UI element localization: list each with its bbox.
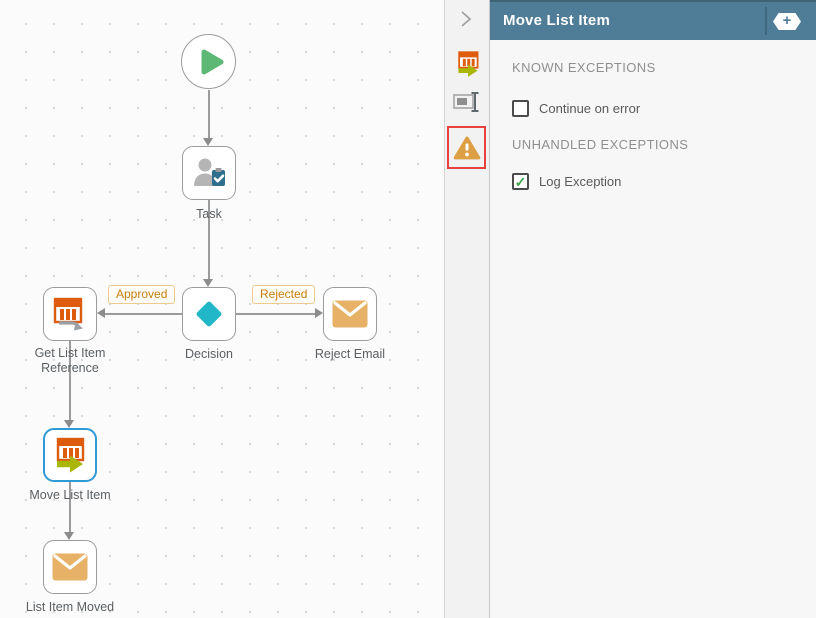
branch-label-approved[interactable]: Approved [108, 285, 176, 304]
add-button[interactable]: + [773, 13, 801, 30]
checkmark-icon: ✓ [514, 173, 527, 190]
node-label-move-list-item: Move List Item [29, 488, 111, 502]
tab-exceptions[interactable] [447, 126, 486, 169]
panel-title: Move List Item [503, 12, 610, 29]
panel-collapse-button[interactable] [459, 10, 477, 30]
connector-getlist-movelist [69, 341, 71, 420]
play-icon [201, 49, 223, 74]
node-task[interactable] [182, 146, 236, 200]
header-divider [765, 7, 767, 35]
connector-task-decision [208, 200, 210, 279]
connector-decision-approved [105, 313, 182, 315]
section-heading-unhandled-exceptions: UNHANDLED EXCEPTIONS [512, 137, 689, 152]
properties-panel-header: Move List Item + [490, 0, 816, 40]
continue-on-error-checkbox[interactable] [512, 100, 529, 117]
arrowhead-icon [203, 279, 213, 287]
node-start[interactable] [181, 34, 236, 89]
arrowhead-icon [97, 308, 105, 318]
arrowhead-icon [64, 420, 74, 428]
decision-diamond-icon [196, 301, 222, 327]
arrowhead-icon [64, 532, 74, 540]
node-label-reject-email: Reject Email [314, 347, 386, 361]
node-get-list-item-reference[interactable] [43, 287, 97, 341]
move-list-item-icon [56, 437, 85, 473]
connector-decision-rejected [236, 313, 315, 315]
user-task-icon [194, 158, 225, 186]
branch-label-rejected[interactable]: Rejected [252, 285, 316, 304]
node-label-task: Task [196, 207, 222, 221]
node-reject-email[interactable] [323, 287, 377, 341]
email-icon [332, 300, 368, 328]
rename-icon [453, 92, 479, 112]
node-label-get-list-item-reference: Get List Item Reference [34, 346, 106, 375]
log-exception-checkbox[interactable]: ✓ [512, 173, 529, 190]
log-exception-row: ✓ Log Exception [512, 173, 621, 190]
email-icon [52, 553, 88, 581]
continue-on-error-label: Continue on error [539, 101, 641, 116]
log-exception-label: Log Exception [539, 174, 622, 189]
plus-icon: + [782, 12, 792, 29]
arrowhead-icon [203, 138, 213, 146]
warning-icon [453, 136, 480, 159]
tab-rename[interactable] [453, 91, 481, 113]
tab-step-config[interactable] [454, 49, 482, 79]
panel-tab-strip [444, 0, 490, 618]
continue-on-error-row: Continue on error [512, 100, 640, 117]
arrowhead-icon [315, 308, 323, 318]
connector-start-task [208, 90, 210, 138]
node-list-item-moved[interactable] [43, 540, 97, 594]
properties-panel-body: KNOWN EXCEPTIONS Continue on error UNHAN… [490, 40, 816, 618]
get-list-item-icon [53, 297, 83, 331]
workflow-canvas[interactable]: Approved Rejected Task Decision [0, 0, 444, 618]
section-heading-known-exceptions: KNOWN EXCEPTIONS [512, 60, 656, 75]
node-label-decision: Decision [185, 347, 233, 361]
node-decision[interactable] [182, 287, 236, 341]
node-label-list-item-moved: List Item Moved [25, 600, 115, 614]
connector-movelist-moved [69, 482, 71, 532]
node-move-list-item[interactable] [43, 428, 97, 482]
move-list-item-icon [458, 51, 479, 77]
chevron-right-icon [461, 11, 472, 27]
